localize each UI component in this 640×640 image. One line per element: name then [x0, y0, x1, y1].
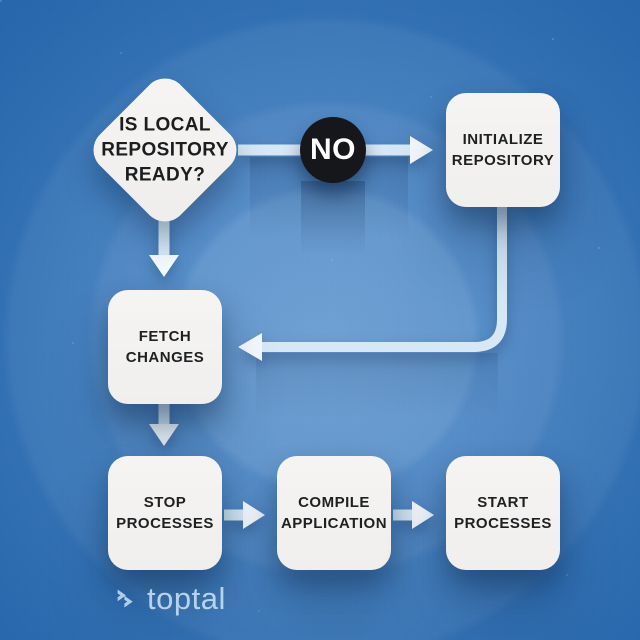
node-label-line: REPOSITORY: [451, 152, 555, 169]
node-label-line: PROCESSES: [454, 515, 552, 532]
node-label-line: CHANGES: [125, 349, 205, 366]
toptal-wordmark: toptal: [147, 581, 226, 616]
node-label-line: INITIALIZE: [462, 131, 544, 148]
node-label-line: FETCH: [138, 328, 192, 345]
background-specks: [0, 0, 2, 2]
edge-label-no-badge: NO: [300, 117, 366, 183]
process-node-compile-application: COMPILE APPLICATION: [277, 456, 391, 570]
process-node-fetch-changes: FETCH CHANGES: [108, 290, 222, 404]
arrowhead-down-icon: [149, 424, 179, 446]
arrowhead-left-icon: [238, 333, 262, 361]
arrow-fetch-to-stop: [149, 402, 179, 446]
arrowhead-right-icon: [410, 136, 433, 164]
process-node-stop-processes: STOP PROCESSES: [108, 456, 222, 570]
node-label-line: STOP: [143, 494, 187, 511]
arrowhead-right-icon: [243, 501, 265, 529]
node-label-line: COMPILE: [298, 494, 370, 511]
edge-label-no-text: NO: [310, 133, 356, 166]
arrowhead-down-icon: [149, 255, 179, 277]
arrow-initialize-to-fetch: [238, 206, 507, 361]
node-label-line: START: [477, 494, 529, 511]
node-label-line: APPLICATION: [280, 515, 388, 532]
toptal-chevrons-icon: [117, 589, 133, 608]
process-node-start-processes: START PROCESSES: [446, 456, 560, 570]
arrow-compile-to-start: [393, 501, 434, 529]
arrowhead-right-icon: [412, 501, 434, 529]
arrow-stop-to-compile: [224, 501, 265, 529]
arrow-decision-to-fetch: [149, 220, 179, 277]
toptal-logo: toptal: [112, 583, 226, 614]
node-label-line: PROCESSES: [116, 515, 214, 532]
process-node-initialize-repository: INITIALIZE REPOSITORY: [446, 93, 560, 207]
